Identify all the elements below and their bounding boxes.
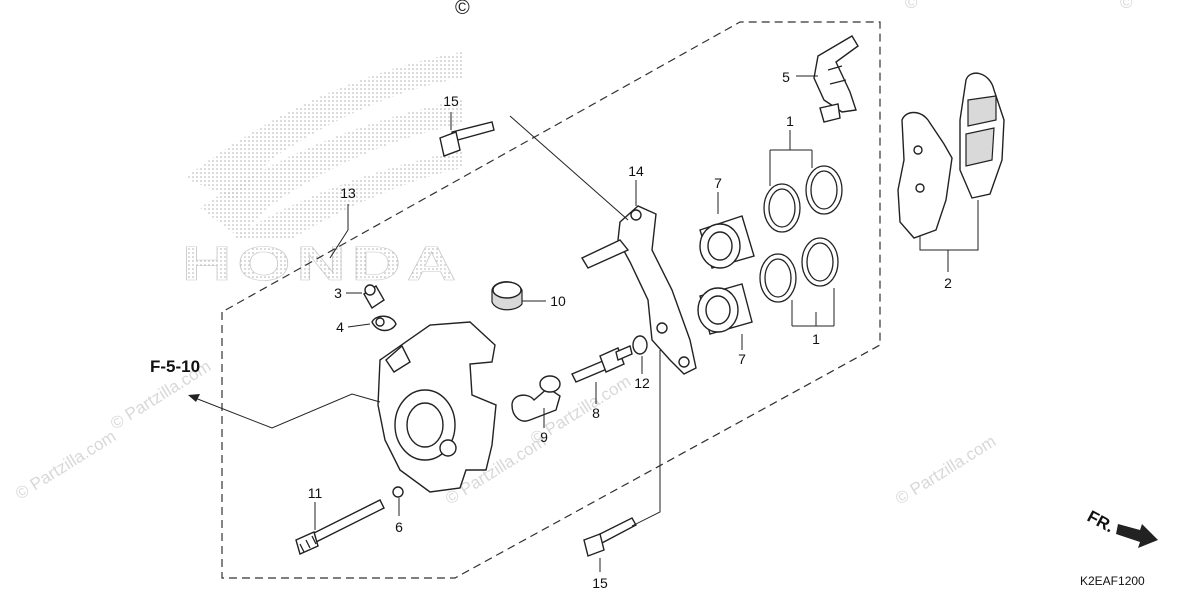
- callout-6: 6: [395, 519, 403, 535]
- callout-2: 2: [944, 275, 952, 291]
- callout-7-bottom: 7: [738, 351, 746, 367]
- diagram-code: K2EAF1200: [1080, 574, 1145, 588]
- callout-15-bottom: 15: [592, 575, 608, 591]
- reference-arrow-head: [188, 394, 200, 402]
- piston-7-top: [699, 215, 755, 269]
- leader-4: [347, 323, 371, 328]
- leader-13: [329, 204, 349, 259]
- honda-logo-text: HONDA: [182, 238, 462, 291]
- callout-7-top: 7: [714, 175, 722, 191]
- callout-11: 11: [308, 485, 323, 501]
- callout-14: 14: [628, 163, 644, 179]
- callout-5: 5: [782, 69, 790, 85]
- leader-1-bottom: [791, 288, 835, 327]
- direction-label: FR.: [1084, 507, 1117, 537]
- pin-boot-9: [511, 375, 561, 422]
- leader-2: [919, 200, 979, 272]
- callout-3: 3: [334, 285, 342, 301]
- front-direction-arrow: [1116, 524, 1158, 548]
- bleeder-cap-4: [371, 315, 397, 332]
- washer-6: [392, 486, 404, 498]
- washer-12: [632, 335, 648, 355]
- watermark: ©: [1120, 0, 1133, 12]
- callout-9: 9: [540, 429, 548, 445]
- reference-label: F-5-10: [150, 357, 200, 376]
- brake-pads-2: [897, 72, 1005, 239]
- pad-pin-11: [295, 499, 385, 555]
- bleeder-screw-3: [363, 284, 385, 309]
- pad-spring-5: [813, 35, 859, 123]
- copyright-symbol: ©: [455, 0, 470, 19]
- callout-8: 8: [592, 405, 600, 421]
- leader-bolt-to-bracket: [509, 115, 629, 221]
- leader-1-top: [769, 130, 813, 186]
- honda-wing-logo: HONDA: [182, 52, 462, 291]
- watermark: © Partzilla.com: [892, 432, 999, 509]
- callout-4: 4: [336, 319, 344, 335]
- bolt-15-top: [439, 121, 495, 157]
- bolt-15-bottom: [583, 517, 637, 557]
- callout-1-top: 1: [786, 113, 794, 129]
- callout-15-top: 15: [443, 93, 459, 109]
- leader-bracket-to-bolt: [631, 350, 661, 527]
- watermark: ©: [905, 0, 918, 12]
- piston-seals-1: [759, 165, 843, 303]
- caliper-body-13: [377, 321, 497, 493]
- watermark: © Partzilla.com: [12, 427, 119, 504]
- callout-13: 13: [340, 185, 356, 201]
- reference-arrow-line: [189, 393, 381, 429]
- callout-1-bottom: 1: [812, 331, 820, 347]
- boot-10: [491, 281, 523, 311]
- assembly-boundary: [221, 21, 881, 579]
- caliper-bracket-14: [581, 205, 697, 375]
- piston-7-bottom: [697, 283, 753, 335]
- callout-10: 10: [550, 293, 566, 309]
- slide-pin-8: [571, 345, 633, 383]
- callout-12: 12: [634, 375, 650, 391]
